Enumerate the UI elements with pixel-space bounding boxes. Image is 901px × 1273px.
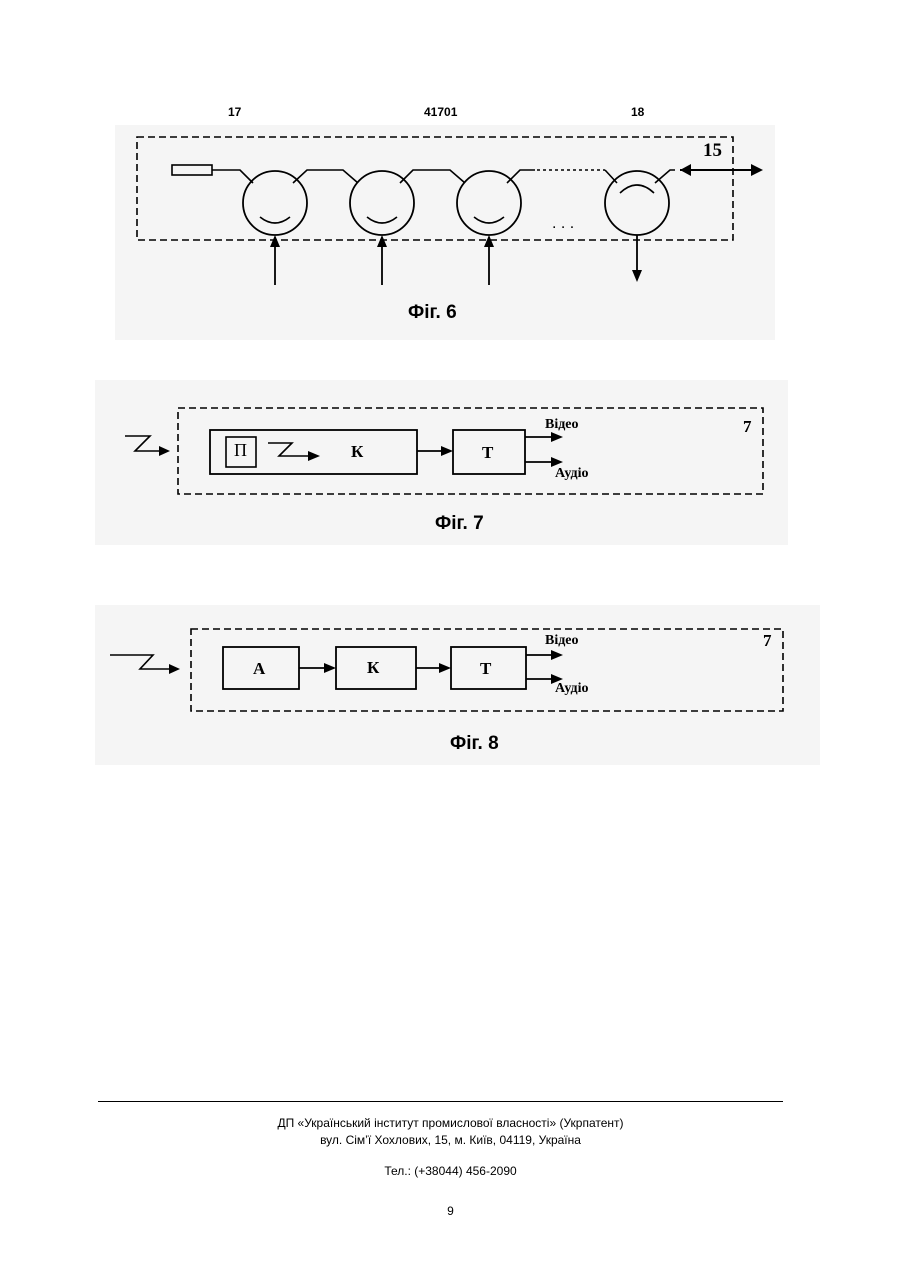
- fig8-caption: Фіг. 8: [450, 733, 499, 755]
- fig7-inner-signal: [268, 443, 313, 456]
- page-number: 9: [0, 1204, 901, 1218]
- fig6-enclosure: [137, 137, 733, 240]
- fig8-label-a: А: [253, 659, 265, 679]
- fig6-caption: Фіг. 6: [408, 302, 457, 324]
- fig8-out-audio: Аудіо: [555, 681, 589, 697]
- fig8-out-video: Відео: [545, 633, 579, 649]
- figure-6: 15 . . . Фіг. 6: [115, 125, 775, 340]
- fig7-label-p: П: [234, 440, 247, 461]
- header-left-number: 17: [228, 105, 241, 119]
- figure-8: А К Т Відео Аудіо 7 Фіг. 8: [95, 605, 820, 765]
- fig7-input-signal: [125, 436, 163, 451]
- fig7-out-audio: Аудіо: [555, 466, 589, 482]
- footer-phone: Тел.: (+38044) 456-2090: [0, 1164, 901, 1178]
- fig7-label-k: К: [351, 442, 363, 462]
- fig6-coupler-2: [350, 171, 414, 235]
- header-right-number: 18: [631, 105, 644, 119]
- fig8-label-k: К: [367, 658, 379, 678]
- header-patent-number: 41701: [424, 105, 457, 119]
- fig6-coupler-3: [457, 171, 521, 235]
- fig6-coupler-1: [243, 171, 307, 235]
- fig8-input-signal: [110, 655, 173, 669]
- footer-address: вул. Сім’ї Хохлових, 15, м. Київ, 04119,…: [0, 1133, 901, 1147]
- footer-divider: [98, 1101, 783, 1102]
- fig7-caption: Фіг. 7: [435, 513, 484, 535]
- fig8-label-t: Т: [480, 659, 491, 679]
- fig7-enclosure: [178, 408, 763, 494]
- fig7-label-7: 7: [743, 417, 752, 437]
- fig8-label-7: 7: [763, 631, 772, 651]
- footer-org: ДП «Український інститут промислової вла…: [0, 1116, 901, 1130]
- fig7-out-video: Відео: [545, 417, 579, 433]
- fig6-ellipsis: . . .: [552, 215, 574, 233]
- figure-7: П К Т Відео Аудіо 7 Фіг. 7: [95, 380, 788, 545]
- fig7-label-t: Т: [482, 443, 493, 463]
- fig6-coupler-4: [605, 171, 669, 235]
- fig6-connector: [172, 165, 212, 175]
- fig6-label-15: 15: [703, 140, 722, 162]
